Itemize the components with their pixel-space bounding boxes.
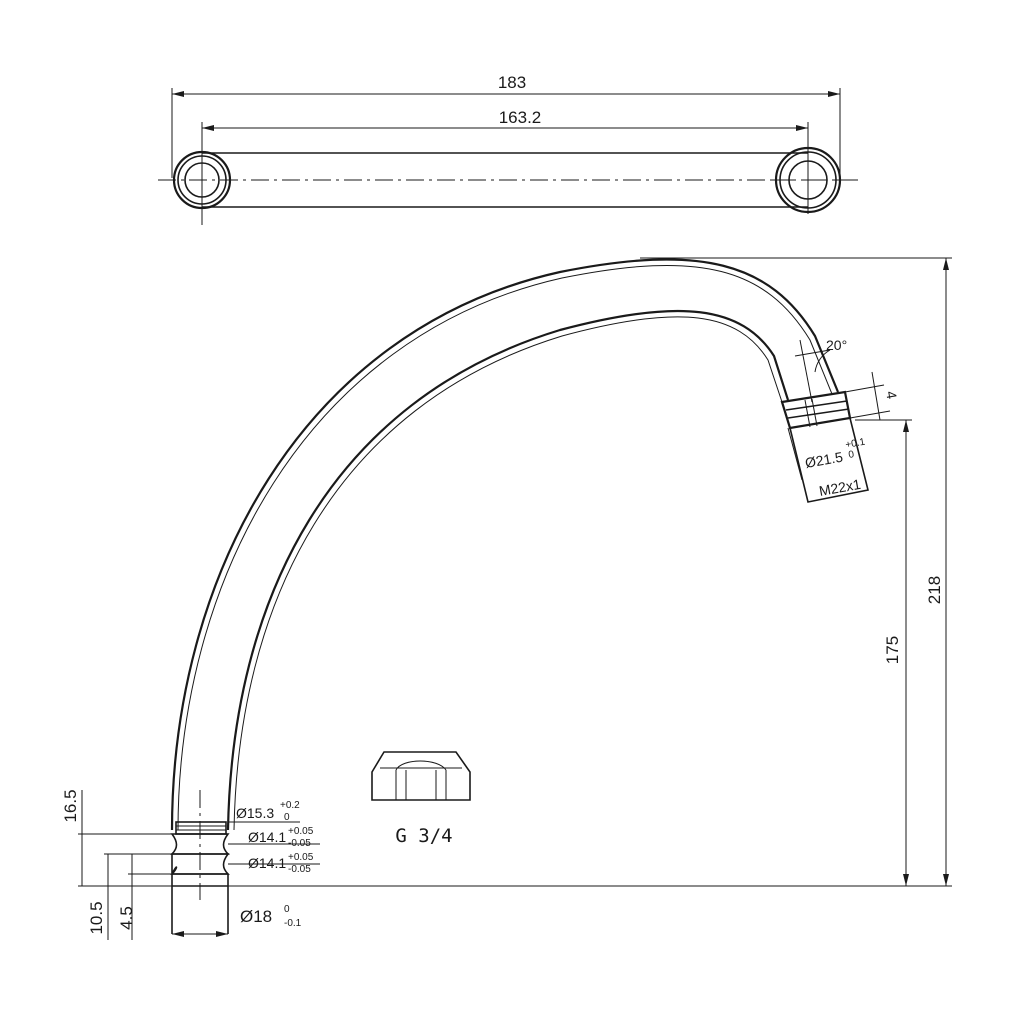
nut-arc — [395, 760, 447, 771]
diameter-leader — [787, 427, 803, 481]
outlet-diameter-label: Ø21.5 — [804, 449, 845, 471]
outlet-thread-label: M22x1 — [818, 476, 862, 499]
groove-ring — [175, 821, 227, 835]
outlet-offset-label: 4 — [883, 390, 900, 401]
overall-height-label: 218 — [925, 576, 944, 604]
diameter-3-label: Ø14.1 — [248, 855, 286, 871]
offset-extension — [844, 384, 885, 393]
arrowhead — [943, 258, 949, 270]
angle-line — [799, 339, 813, 403]
outlet-thread-body — [789, 417, 869, 503]
angle-arc — [814, 349, 831, 373]
diameter-1-tol-upper: +0.2 — [280, 800, 300, 811]
outlet-diameter-tol-upper: +0.1 — [845, 437, 867, 451]
arrowhead — [202, 125, 214, 131]
diameter-4-tol-upper: 0 — [284, 904, 290, 915]
outlet-end: 20° 4 Ø21.5 +0.1 0 M22x1 — [780, 337, 900, 503]
outlet-collar-line — [785, 400, 848, 411]
outlet-angle-label: 20° — [826, 337, 847, 353]
diameter-3-tol-upper: +0.05 — [288, 852, 314, 863]
diameter-1-tol-lower: 0 — [284, 812, 290, 823]
diameter-1-label: Ø15.3 — [236, 805, 274, 821]
nut-body — [371, 751, 471, 801]
offset-extension — [849, 410, 891, 419]
spout-inner-shadow — [233, 316, 783, 831]
diameter-3-tol-lower: -0.05 — [288, 864, 311, 875]
outlet-thread-mark — [811, 398, 818, 427]
offset-dimension — [871, 371, 881, 421]
spout-inner-contour — [226, 309, 790, 831]
diameter-2-tol-lower: -0.05 — [288, 838, 311, 849]
angle-reference — [794, 349, 831, 357]
top-view: 183 163.2 — [158, 73, 858, 225]
diameter-2-tol-upper: +0.05 — [288, 826, 314, 837]
bottom-height-label: 4.5 — [117, 906, 136, 930]
diameter-2-label: Ø14.1 — [248, 829, 286, 845]
lower-height-label: 10.5 — [87, 901, 106, 934]
overall-length-label: 183 — [498, 73, 526, 92]
side-view: 20° 4 Ø21.5 +0.1 0 M22x1 175 218 — [170, 257, 952, 887]
arrowhead — [172, 931, 184, 937]
arrowhead — [172, 91, 184, 97]
arrowhead — [796, 125, 808, 131]
outlet-thread-mark — [804, 399, 811, 428]
outlet-collar-line — [787, 408, 850, 419]
base-detail: 16.5 10.5 4.5 Ø15.3 +0.2 0 Ø14.1 +0.05 -… — [61, 789, 320, 940]
outlet-diameter-tol-lower: 0 — [848, 449, 856, 461]
arrowhead — [216, 931, 228, 937]
diameter-4-label: Ø18 — [240, 907, 272, 926]
arrowhead — [828, 91, 840, 97]
groove-height-label: 16.5 — [61, 789, 80, 822]
nut-detail: G 3/4 — [371, 751, 471, 847]
arrowhead — [943, 874, 949, 886]
spout-outer-shadow — [177, 264, 833, 831]
nut-thread-label: G 3/4 — [395, 825, 452, 847]
arrowhead — [903, 874, 909, 886]
center-distance-label: 163.2 — [499, 108, 542, 127]
spout-outer-contour — [170, 258, 840, 831]
diameter-4-tol-lower: -0.1 — [284, 918, 302, 929]
arrowhead — [903, 420, 909, 432]
outlet-height-label: 175 — [883, 636, 902, 664]
